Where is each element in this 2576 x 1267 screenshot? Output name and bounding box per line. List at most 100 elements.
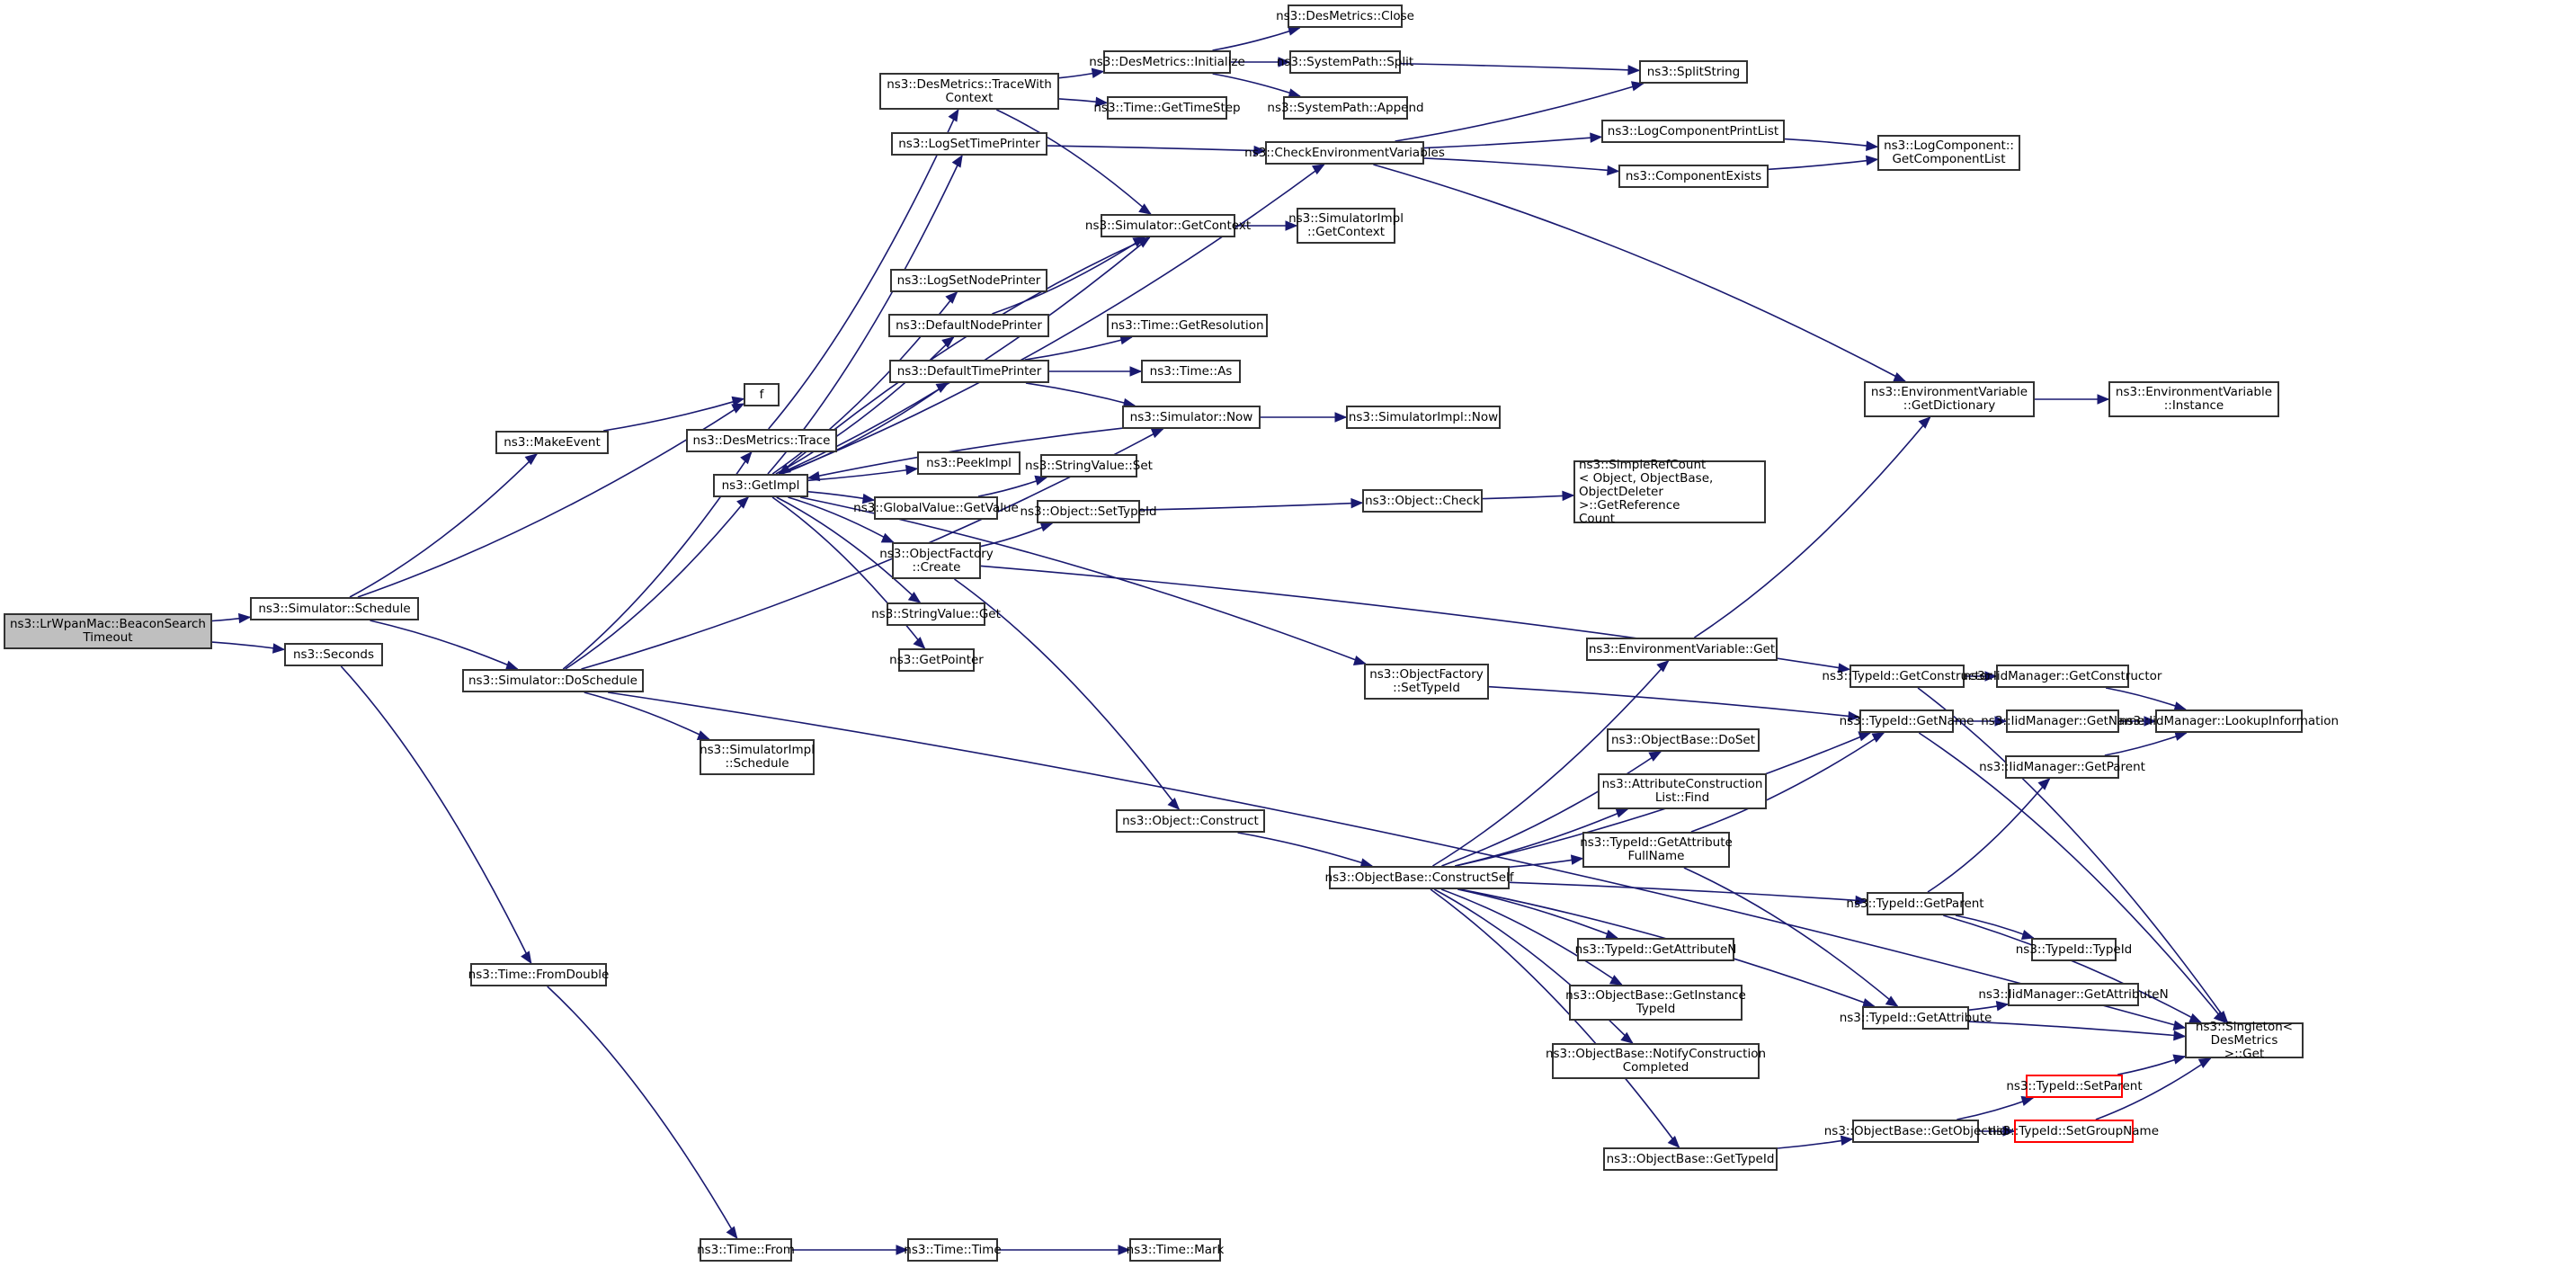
edge-tidsetgroup-to-singleton (2095, 1057, 2211, 1120)
node-simgetctx[interactable]: ns3::Simulator::GetContext (1085, 214, 1251, 237)
arrowhead-icon (1918, 416, 1931, 429)
arrowhead-icon (2197, 1057, 2212, 1068)
node-getpointer[interactable]: ns3::GetPointer (889, 648, 984, 672)
node-tidgetparent[interactable]: ns3::TypeId::GetParent (1846, 892, 1984, 915)
node-simimplsched[interactable]: ns3::SimulatorImpl ::Schedule (700, 739, 815, 775)
node-iidlookup[interactable]: ns3::IidManager::LookupInformation (2119, 709, 2339, 733)
arrowhead-icon (896, 1245, 909, 1255)
node-splitstring[interactable]: ns3::SplitString (1639, 60, 1748, 84)
node-fromdouble[interactable]: ns3::Time::FromDouble (468, 963, 609, 986)
node-logsettime[interactable]: ns3::LogSetTimePrinter (891, 132, 1047, 156)
node-singleton[interactable]: ns3::Singleton< DesMetrics >::Get (2185, 1020, 2304, 1060)
node-ofsettid[interactable]: ns3::ObjectFactory ::SetTypeId (1364, 664, 1489, 700)
node-tidgetattr[interactable]: ns3::TypeId::GetAttribute (1840, 1006, 1992, 1030)
node-iidgetattrn[interactable]: ns3::IidManager::GetAttributeN (1978, 983, 2169, 1006)
node-svget[interactable]: ns3::StringValue::Get (871, 602, 1001, 626)
node-logsetnode[interactable]: ns3::LogSetNodePrinter (890, 269, 1047, 292)
edge-tidgetparent-to-tidtypeid (1955, 915, 2034, 939)
node-envget[interactable]: ns3::EnvironmentVariable::Get (1586, 638, 1778, 661)
node-defnode[interactable]: ns3::DefaultNodePrinter (888, 314, 1049, 337)
arrowhead-icon (1350, 497, 1364, 509)
arrowhead-icon (1095, 96, 1109, 108)
node-timefrom[interactable]: ns3::Time::From (697, 1238, 795, 1262)
node-logcompprint[interactable]: ns3::LogComponentPrintList (1601, 120, 1785, 143)
node-getattrfull[interactable]: ns3::TypeId::GetAttribute FullName (1580, 832, 1733, 868)
arrowhead-icon (237, 612, 252, 624)
node-envinstance[interactable]: ns3::EnvironmentVariable ::Instance (2108, 381, 2279, 417)
node-root[interactable]: ns3::LrWpanMac::BeaconSearch Timeout (4, 613, 212, 649)
arrowhead-icon (1129, 366, 1143, 377)
node-simimplnow[interactable]: ns3::SimulatorImpl::Now (1346, 406, 1501, 429)
node-tidsetgroup[interactable]: ns3::TypeId::SetGroupName (1989, 1120, 2159, 1143)
arrowhead-icon (1866, 155, 1879, 166)
node-compexists[interactable]: ns3::ComponentExists (1618, 165, 1769, 188)
edge-desinit-to-desclose (1212, 27, 1300, 51)
arrowhead-icon (1656, 660, 1670, 673)
edge-simnow-to-getimpl (807, 427, 1123, 479)
node-tidgetname[interactable]: ns3::TypeId::GetName (1840, 709, 1974, 733)
node-logcompget[interactable]: ns3::LogComponent:: GetComponentList (1877, 135, 2020, 171)
node-timemark[interactable]: ns3::Time::Mark (1127, 1238, 1224, 1262)
node-getres[interactable]: ns3::Time::GetResolution (1107, 314, 1268, 337)
node-tidsetparent[interactable]: ns3::TypeId::SetParent (2006, 1075, 2143, 1098)
arrowhead-icon (941, 336, 955, 349)
node-checkenv[interactable]: ns3::CheckEnvironmentVariables (1244, 141, 1445, 165)
node-destrace[interactable]: ns3::DesMetrics::Trace (686, 429, 837, 452)
arrowhead-icon (2173, 1030, 2187, 1041)
node-simimplctx[interactable]: ns3::SimulatorImpl ::GetContext (1288, 208, 1404, 244)
node-seconds[interactable]: ns3::Seconds (284, 643, 383, 666)
node-getinsttid[interactable]: ns3::ObjectBase::GetInstance TypeId (1565, 985, 1746, 1021)
edge-tidgetattr-to-singleton (1968, 1021, 2186, 1038)
node-globget[interactable]: ns3::GlobalValue::GetValue (853, 496, 1019, 520)
node-desinit[interactable]: ns3::DesMetrics::Initialize (1089, 50, 1245, 74)
edge-checkenv-to-compexists (1423, 157, 1619, 173)
node-f[interactable]: f (744, 383, 780, 406)
edge-sched-to-makeevent (349, 453, 538, 598)
node-getimpl[interactable]: ns3::GetImpl (713, 474, 808, 497)
node-objconstruct[interactable]: ns3::Object::Construct (1116, 809, 1265, 833)
node-gettimestep[interactable]: ns3::Time::GetTimeStep (1093, 96, 1241, 120)
node-timetime[interactable]: ns3::Time::Time (904, 1238, 1002, 1262)
node-constructself[interactable]: ns3::ObjectBase::ConstructSelf (1325, 866, 1514, 889)
node-desclose[interactable]: ns3::DesMetrics::Close (1276, 4, 1414, 28)
arrowhead-icon (1866, 140, 1879, 151)
node-getobjiid[interactable]: ns3::ObjectBase::GetObjectIid (1824, 1120, 2007, 1143)
node-peekimpl[interactable]: ns3::PeekImpl (917, 451, 1021, 475)
edge-tidgetparent-to-iidgetparent (1927, 778, 2051, 893)
node-iidgetctor[interactable]: ns3::IidManager::GetConstructor (1964, 665, 2162, 688)
edge-getimpl-to-peekimpl (807, 468, 918, 482)
node-simnow[interactable]: ns3::Simulator::Now (1122, 406, 1261, 429)
node-svset[interactable]: ns3::StringValue::Set (1025, 454, 1153, 477)
node-tidgetctor[interactable]: ns3::TypeId::GetConstructor (1822, 665, 1992, 688)
node-ofcreate[interactable]: ns3::ObjectFactory ::Create (879, 542, 994, 579)
node-objsettid[interactable]: ns3::Object::SetTypeId (1020, 500, 1157, 523)
arrowhead-icon (2172, 1020, 2187, 1031)
node-notifyconstr[interactable]: ns3::ObjectBase::NotifyConstruction Comp… (1546, 1043, 1766, 1079)
edge-checkenv-to-logcompprint (1423, 136, 1602, 149)
node-iidgetname[interactable]: ns3::IidManager::GetName (1981, 709, 2144, 733)
node-tracewctx[interactable]: ns3::DesMetrics::TraceWith Context (879, 73, 1059, 110)
node-makeevent[interactable]: ns3::MakeEvent (495, 431, 609, 454)
node-dosetbase[interactable]: ns3::ObjectBase::DoSet (1607, 728, 1760, 752)
node-getattrn[interactable]: ns3::TypeId::GetAttributeN (1575, 938, 1736, 961)
node-objcheck[interactable]: ns3::Object::Check (1362, 489, 1483, 513)
node-getobjtid[interactable]: ns3::ObjectBase::GetTypeId (1603, 1147, 1778, 1171)
edge-tidgetparent-to-singleton (1943, 915, 2202, 1023)
node-deftime[interactable]: ns3::DefaultTimePrinter (889, 360, 1049, 383)
node-iidgetparent[interactable]: ns3::IidManager::GetParent (1979, 755, 2145, 779)
node-envgetdict[interactable]: ns3::EnvironmentVariable ::GetDictionary (1864, 381, 2035, 417)
node-spsplit[interactable]: ns3::SystemPath::Split (1277, 50, 1413, 74)
arrowhead-icon (2037, 778, 2051, 790)
edge-spsplit-to-splitstring (1400, 62, 1640, 72)
node-tidtypeid[interactable]: ns3::TypeId::TypeId (2016, 938, 2132, 961)
node-dosched[interactable]: ns3::Simulator::DoSchedule (462, 669, 644, 692)
arrowhead-icon (1885, 995, 1899, 1007)
arrowhead-icon (951, 154, 963, 168)
node-spappend[interactable]: ns3::SystemPath::Append (1267, 96, 1424, 120)
arrowhead-icon (1848, 710, 1861, 722)
node-sched[interactable]: ns3::Simulator::Schedule (250, 597, 419, 620)
arrowhead-icon (736, 496, 750, 509)
node-timeas[interactable]: ns3::Time::As (1141, 360, 1241, 383)
node-attrfind[interactable]: ns3::AttributeConstruction List::Find (1598, 773, 1767, 809)
node-simplerefcount[interactable]: ns3::SimpleRefCount < Object, ObjectBase… (1573, 458, 1766, 525)
